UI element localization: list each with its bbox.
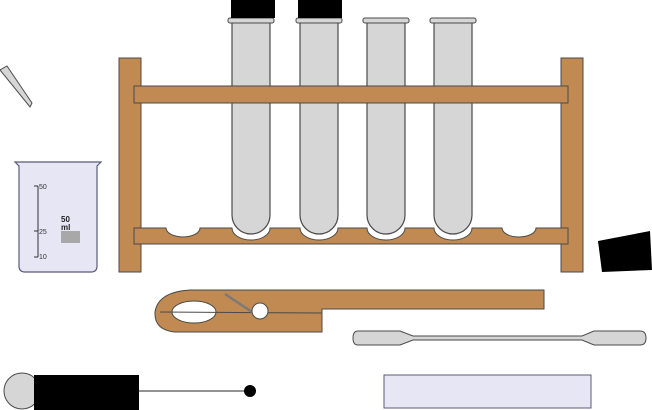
test-tube-2[interactable] bbox=[295, 17, 343, 235]
rack-bottom-bar bbox=[133, 227, 569, 245]
rack-right-post bbox=[560, 57, 584, 273]
brush-bristles bbox=[34, 375, 139, 410]
spatula[interactable] bbox=[352, 330, 647, 346]
holder-hinge-line bbox=[159, 311, 323, 314]
glass-slide[interactable] bbox=[383, 374, 592, 409]
holder-pivot bbox=[251, 302, 269, 320]
dropper[interactable] bbox=[0, 65, 33, 108]
stopper-1[interactable] bbox=[231, 0, 275, 18]
beaker-volume-value: 50 bbox=[61, 215, 70, 224]
test-tube-rack bbox=[118, 57, 584, 273]
beaker-tick-label-50: 50 bbox=[39, 184, 47, 191]
test-tube-4[interactable] bbox=[429, 17, 477, 235]
brush-handle-tip bbox=[244, 385, 256, 397]
rack-top-bar bbox=[133, 85, 569, 104]
test-tube-1[interactable] bbox=[227, 17, 275, 235]
test-tube-brush[interactable] bbox=[3, 372, 256, 410]
beaker-volume-unit: ml bbox=[61, 223, 70, 232]
beaker-label-swatch bbox=[61, 231, 80, 243]
rubber-stopper[interactable] bbox=[598, 231, 652, 272]
beaker-tick-label-10: 10 bbox=[39, 254, 47, 261]
test-tube-holder[interactable] bbox=[154, 289, 545, 333]
test-tube-3[interactable] bbox=[362, 17, 410, 235]
beaker[interactable]: 50 25 10 50 ml bbox=[13, 161, 103, 273]
beaker-tick-label-25: 25 bbox=[39, 229, 47, 236]
stopper-2[interactable] bbox=[298, 0, 342, 18]
rack-left-post bbox=[118, 57, 142, 273]
holder-spring bbox=[224, 292, 253, 314]
